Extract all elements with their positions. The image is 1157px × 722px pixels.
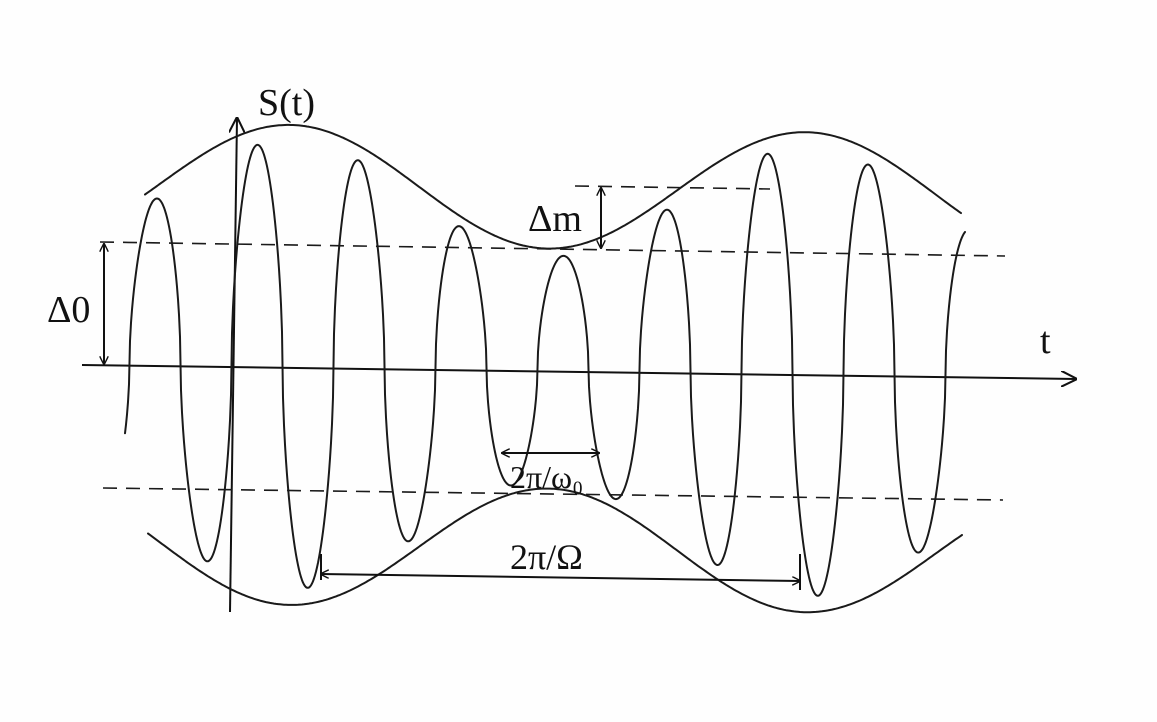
x-axis xyxy=(81,364,1076,379)
carrier-wave-curve xyxy=(124,143,966,597)
dashed-level-upper-left xyxy=(99,241,1006,257)
y-axis-label: S(t) xyxy=(258,82,315,124)
carrier-period-label: 2π/ω₀ xyxy=(510,459,583,495)
lower-envelope-curve xyxy=(147,487,963,614)
dashed-level-lower xyxy=(102,487,1004,501)
dashed-level-top xyxy=(574,185,771,190)
delta-m-label: Δm xyxy=(528,198,582,240)
modulation-period-label: 2π/Ω xyxy=(510,537,583,577)
modulation-period-dimension-arrow xyxy=(321,574,800,581)
delta-zero-label: Δ0 xyxy=(47,289,90,331)
y-axis xyxy=(230,118,237,613)
upper-envelope-curve xyxy=(144,123,962,250)
x-axis-label: t xyxy=(1040,320,1051,362)
